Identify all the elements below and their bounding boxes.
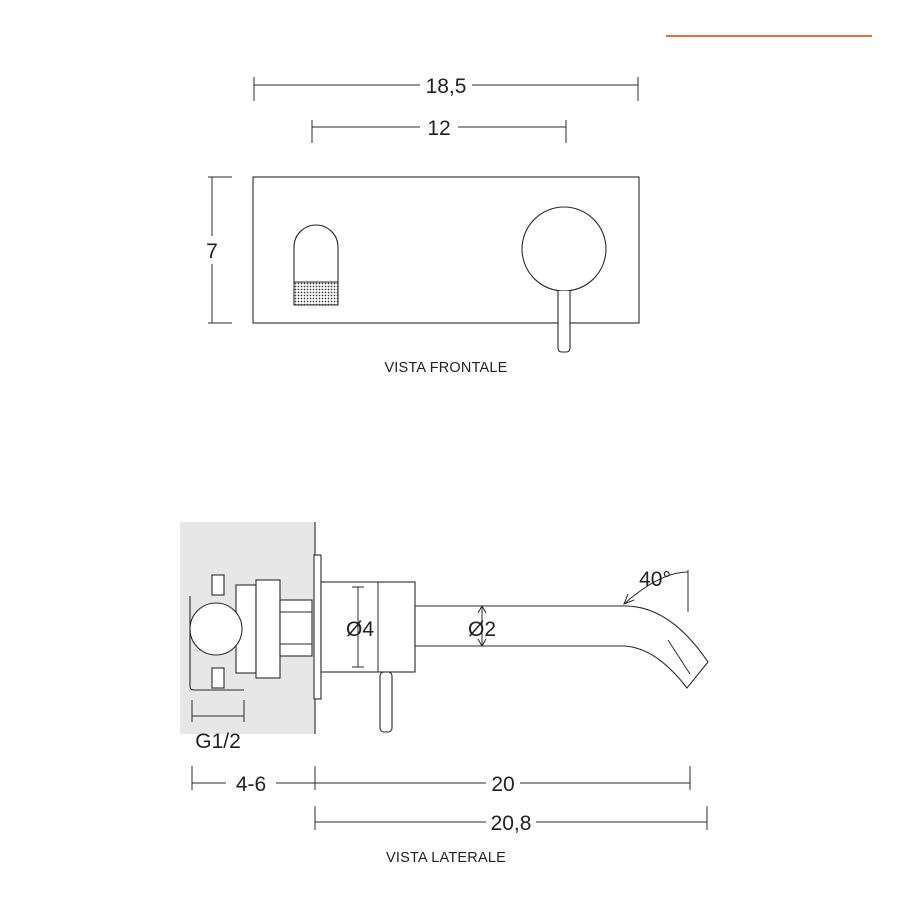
dimension-spout-length-label: 20: [491, 773, 514, 796]
side-view: Ø4 Ø2 40° G1/2 4-6: [180, 522, 709, 866]
dimension-thread-label: G1/2: [195, 730, 241, 753]
dimension-thread: G1/2: [191, 700, 245, 753]
dimension-spout-length: 20: [315, 766, 691, 796]
dimension-total-length: 20,8: [314, 806, 708, 835]
handle-rosette: [521, 206, 607, 292]
dimension-wall-depth: 4-6: [191, 766, 315, 796]
dimension-height-label: 7: [206, 240, 218, 263]
dimension-spout-diameter: Ø2: [468, 604, 496, 648]
valve-body-neck: [279, 599, 313, 657]
side-view-title: VISTA LATERALE: [386, 850, 506, 866]
dimension-wall-depth-label: 4-6: [236, 773, 266, 796]
side-handle-lever: [379, 671, 393, 733]
plate-edge: [313, 554, 322, 700]
concealed-valve-body: [189, 574, 313, 691]
faucet-body: [320, 581, 416, 673]
dimension-body-diameter-label: Ø4: [346, 618, 374, 641]
handle-lever: [557, 291, 571, 353]
dimension-center-distance: 12: [311, 117, 567, 143]
front-view-title: VISTA FRONTALE: [384, 360, 507, 376]
dimension-angle: 40°: [623, 568, 689, 612]
dimension-angle-label: 40°: [639, 568, 671, 591]
inlet-bottom: [211, 667, 225, 689]
front-view: 18,5 12 7 VISTA FRONTALE: [206, 75, 640, 376]
dimension-total-length-label: 20,8: [491, 812, 532, 835]
dimension-center-distance-label: 12: [427, 117, 450, 140]
inlet-connector: [189, 602, 243, 656]
spout-front: [293, 224, 339, 306]
spout-side: [414, 605, 709, 689]
valve-outline: [189, 596, 244, 691]
wall-plate: [252, 176, 640, 324]
dimension-height: 7: [206, 176, 232, 324]
inlet-top: [211, 574, 225, 596]
dimension-total-width-label: 18,5: [426, 75, 467, 98]
dimension-total-width: 18,5: [253, 75, 639, 101]
aerator-mesh: [293, 281, 339, 306]
dimension-spout-diameter-label: Ø2: [468, 618, 496, 641]
valve-body-center: [255, 579, 281, 679]
dimension-body-diameter: Ø4: [346, 586, 374, 668]
spout-tip-line: [667, 639, 691, 675]
